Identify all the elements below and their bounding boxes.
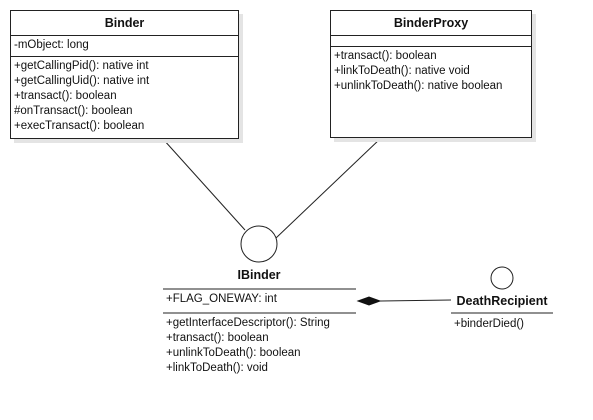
binderproxy-class-name: BinderProxy — [331, 11, 531, 36]
ibinder-method: +getInterfaceDescriptor(): String — [166, 317, 330, 329]
composition-diamond — [356, 296, 382, 306]
deathrecipient-method: +binderDied() — [454, 318, 524, 330]
ibinder-method: +transact(): boolean — [166, 332, 269, 344]
ibinder-interface-name: IBinder — [237, 268, 281, 282]
deathrecipient-interface-circle — [490, 266, 514, 290]
ibinder-methods: +getInterfaceDescriptor(): String +trans… — [163, 316, 356, 376]
binder-method: #onTransact(): boolean — [14, 105, 133, 117]
ibinder-method: +unlinkToDeath(): boolean — [166, 347, 301, 359]
binder-methods: +getCallingPid(): native int +getCalling… — [11, 57, 238, 137]
binder-class: Binder -mObject: long +getCallingPid(): … — [10, 10, 239, 139]
deathrecipient-methods: +binderDied() — [451, 317, 553, 332]
ibinder-attribute: +FLAG_ONEWAY: int — [166, 293, 277, 305]
binderproxy-methods: +transact(): boolean +linkToDeath(): nat… — [331, 47, 531, 97]
deathrecipient-interface-name: DeathRecipient — [456, 294, 548, 308]
binder-method: +getCallingUid(): native int — [14, 75, 150, 87]
ibinder-attributes: +FLAG_ONEWAY: int — [163, 292, 356, 307]
binderproxy-method: +linkToDeath(): native void — [334, 65, 470, 77]
binder-attribute: -mObject: long — [14, 39, 89, 51]
binderproxy-class: BinderProxy +transact(): boolean +linkTo… — [330, 10, 532, 138]
binder-realization-line — [162, 138, 246, 231]
ibinder-method: +linkToDeath(): void — [166, 362, 268, 374]
binder-method: +execTransact(): boolean — [14, 120, 145, 132]
binderproxy-attributes — [331, 36, 531, 47]
composition-line — [379, 299, 452, 302]
binderproxy-method: +unlinkToDeath(): native boolean — [334, 80, 503, 92]
binder-class-name: Binder — [11, 11, 238, 36]
binder-attributes: -mObject: long — [11, 36, 238, 57]
binderproxy-realization-line — [275, 137, 382, 239]
binder-method: +transact(): boolean — [14, 90, 117, 102]
ibinder-interface-circle — [240, 225, 278, 263]
binder-method: +getCallingPid(): native int — [14, 60, 149, 72]
binderproxy-method: +transact(): boolean — [334, 50, 437, 62]
